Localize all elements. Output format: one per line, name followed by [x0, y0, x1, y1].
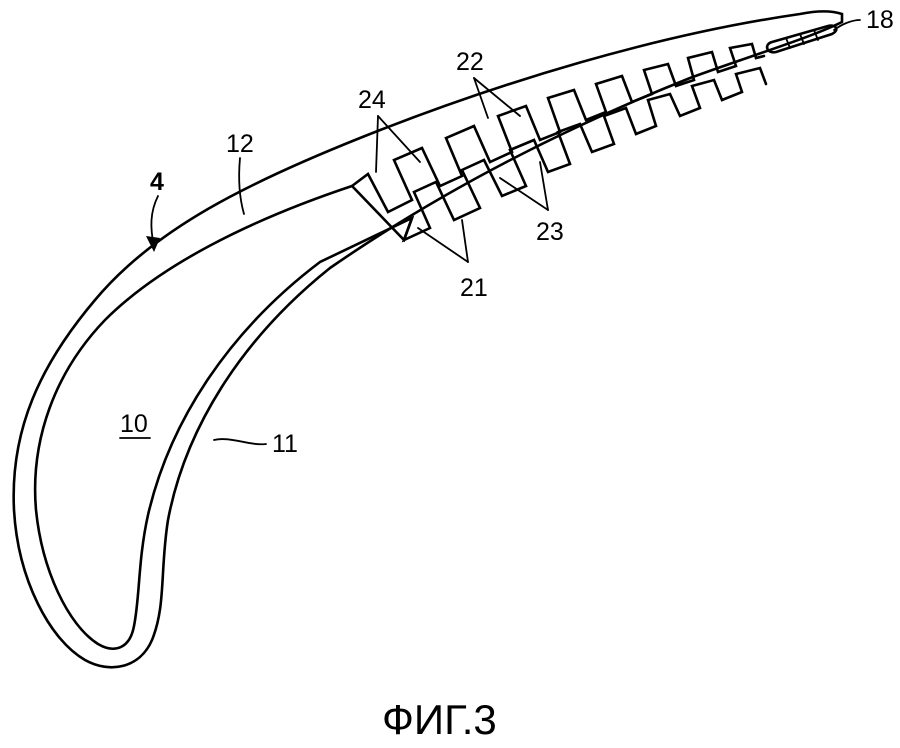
trailing-edge-slot [765, 24, 838, 54]
serpentine-cooling-channel-lower [401, 66, 768, 243]
slot-divider-3 [813, 29, 819, 41]
label-11: 11 [272, 430, 298, 458]
slot-divider-2 [799, 33, 805, 45]
slot-divider-1 [785, 37, 791, 49]
leader-18 [833, 19, 861, 31]
leader-23-b [499, 177, 549, 211]
leader-11 [213, 438, 267, 446]
leader-22-b [473, 77, 521, 117]
cavity-inner-wall [33, 184, 415, 650]
serpentine-cooling-channel [350, 42, 766, 214]
arrow-4-head [146, 236, 160, 252]
leader-24-a [375, 115, 379, 173]
label-4: 4 [150, 168, 164, 196]
label-24: 24 [358, 86, 386, 114]
leader-21-b [417, 227, 469, 263]
label-10: 10 [120, 410, 148, 438]
leader-22-a [473, 77, 489, 119]
label-12: 12 [226, 130, 254, 158]
figure-caption: ФИГ.3 [382, 696, 497, 743]
label-23: 23 [536, 218, 564, 246]
label-21: 21 [460, 274, 488, 302]
blade-outer-profile [12, 10, 844, 669]
label-18: 18 [866, 6, 894, 34]
leader-23-a [539, 161, 549, 211]
leader-21-a [461, 219, 469, 263]
label-22: 22 [456, 48, 484, 76]
leader-12 [238, 157, 245, 215]
leader-24-b [377, 115, 421, 163]
